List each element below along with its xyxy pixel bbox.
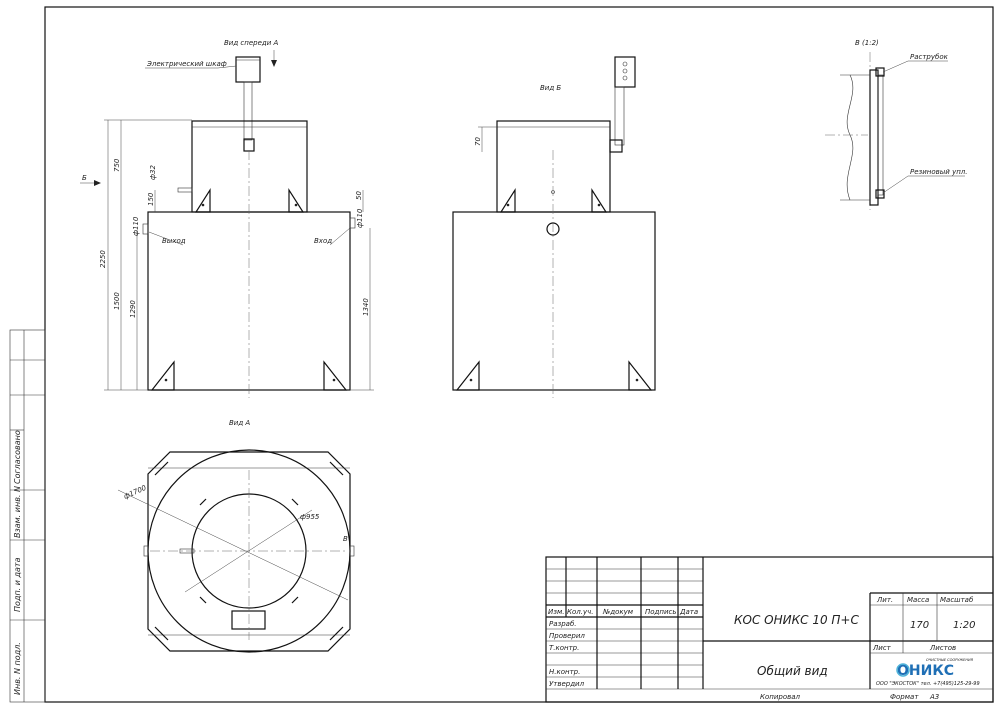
detail-view: В (1:2) Раструбок Резиновый упл. <box>825 39 968 210</box>
seal-label: Резиновый упл. <box>910 168 968 176</box>
tb-company-line: ООО "ЭКОСТОК" тел. +7(495)125-29-99 <box>876 681 980 687</box>
sheet-frame <box>44 6 994 703</box>
tb-role-developer: Разраб. <box>549 620 577 628</box>
tb-copied: Копировал <box>760 693 801 701</box>
tb-company-logo: ОНИКС <box>897 663 954 679</box>
socket-label: Раструбок <box>910 53 949 61</box>
tb-scale-label: Масштаб <box>940 596 974 604</box>
left-strip-sign-date: Подп. и дата <box>13 557 22 612</box>
dim-50: 50 <box>355 191 363 200</box>
tb-name: Общий вид <box>757 664 828 678</box>
tb-header-date: Дата <box>679 608 698 616</box>
arrow-v-label: В <box>343 535 348 543</box>
inlet-label: Вход <box>314 237 332 245</box>
tb-header-sign: Подпись <box>645 608 677 616</box>
tb-role-approved: Утвердил <box>549 680 585 688</box>
electrical-cabinet <box>235 56 261 83</box>
dim-phi110-left: ф110 <box>132 216 140 236</box>
outlet-label: Выход <box>162 237 186 245</box>
top-hatch <box>231 610 266 630</box>
tb-designation: КОС ОНИКС 10 П+С <box>734 613 859 627</box>
dim-1340: 1340 <box>362 298 370 316</box>
dim-phi955: ф955 <box>300 513 320 521</box>
tb-sheets-label: Листов <box>929 644 956 652</box>
dim-750: 750 <box>113 158 121 172</box>
left-strip-agreed: Согласовано <box>13 430 22 484</box>
tb-header-koluch: Кол.уч. <box>567 608 593 616</box>
top-view-title: Вид А <box>229 419 250 427</box>
left-strip-inv: Инв. N подл. <box>13 642 22 695</box>
dim-phi110-right: ф110 <box>356 208 364 228</box>
top-outline <box>147 451 351 652</box>
tb-header-izm: Изм. <box>548 608 564 616</box>
side-cabinet <box>614 56 636 88</box>
front-view: Вид спереди А Электрический шкаф Вых <box>80 39 374 398</box>
upper-body <box>191 120 308 213</box>
logo-icon <box>896 663 910 677</box>
cabinet-label: Электрический шкаф <box>146 60 227 68</box>
dim-phi32: ф32 <box>149 165 157 180</box>
tb-format-label: Формат <box>890 693 919 701</box>
tb-role-checked: Проверил <box>549 632 585 640</box>
tb-role-tcontrol: Т.контр. <box>549 644 579 652</box>
side-view-title: Вид Б <box>540 84 561 92</box>
side-upper-body <box>496 120 611 213</box>
tb-mass-value: 170 <box>910 620 929 631</box>
detail-view-title: В (1:2) <box>855 39 879 47</box>
tb-role-ncontrol: Н.контр. <box>549 668 580 676</box>
top-view: Вид А ф1700 ф955 В <box>117 419 355 653</box>
tb-company-tagline: ОЧИСТНЫЕ СООРУЖЕНИЯ <box>926 658 974 662</box>
title-block: Изм. Кол.уч. №докум Подпись Дата Разраб.… <box>545 556 994 703</box>
dim-150: 150 <box>147 192 155 206</box>
dim-2250: 2250 <box>99 250 107 268</box>
arrow-b-label: Б <box>82 174 87 182</box>
tb-sheet-label: Лист <box>872 644 892 652</box>
tb-scale-value: 1:20 <box>953 620 975 631</box>
cabinet-pole <box>243 81 253 141</box>
dim-1290: 1290 <box>129 300 137 318</box>
side-view: Вид Б 70 <box>452 56 656 398</box>
front-view-title: Вид спереди А <box>224 39 279 47</box>
tb-mass-label: Масса <box>907 596 929 604</box>
left-strip-replace: Взам. инв. N <box>13 486 22 538</box>
dim-70: 70 <box>474 137 482 146</box>
tb-header-docnum: №докум <box>602 608 634 616</box>
tb-lit-label: Лит. <box>876 596 893 604</box>
tb-format-value: А3 <box>929 693 939 701</box>
left-strip: Согласовано Взам. инв. N Подп. и дата Ин… <box>9 329 46 703</box>
side-lower-body <box>452 211 656 391</box>
dim-1500: 1500 <box>113 292 121 310</box>
